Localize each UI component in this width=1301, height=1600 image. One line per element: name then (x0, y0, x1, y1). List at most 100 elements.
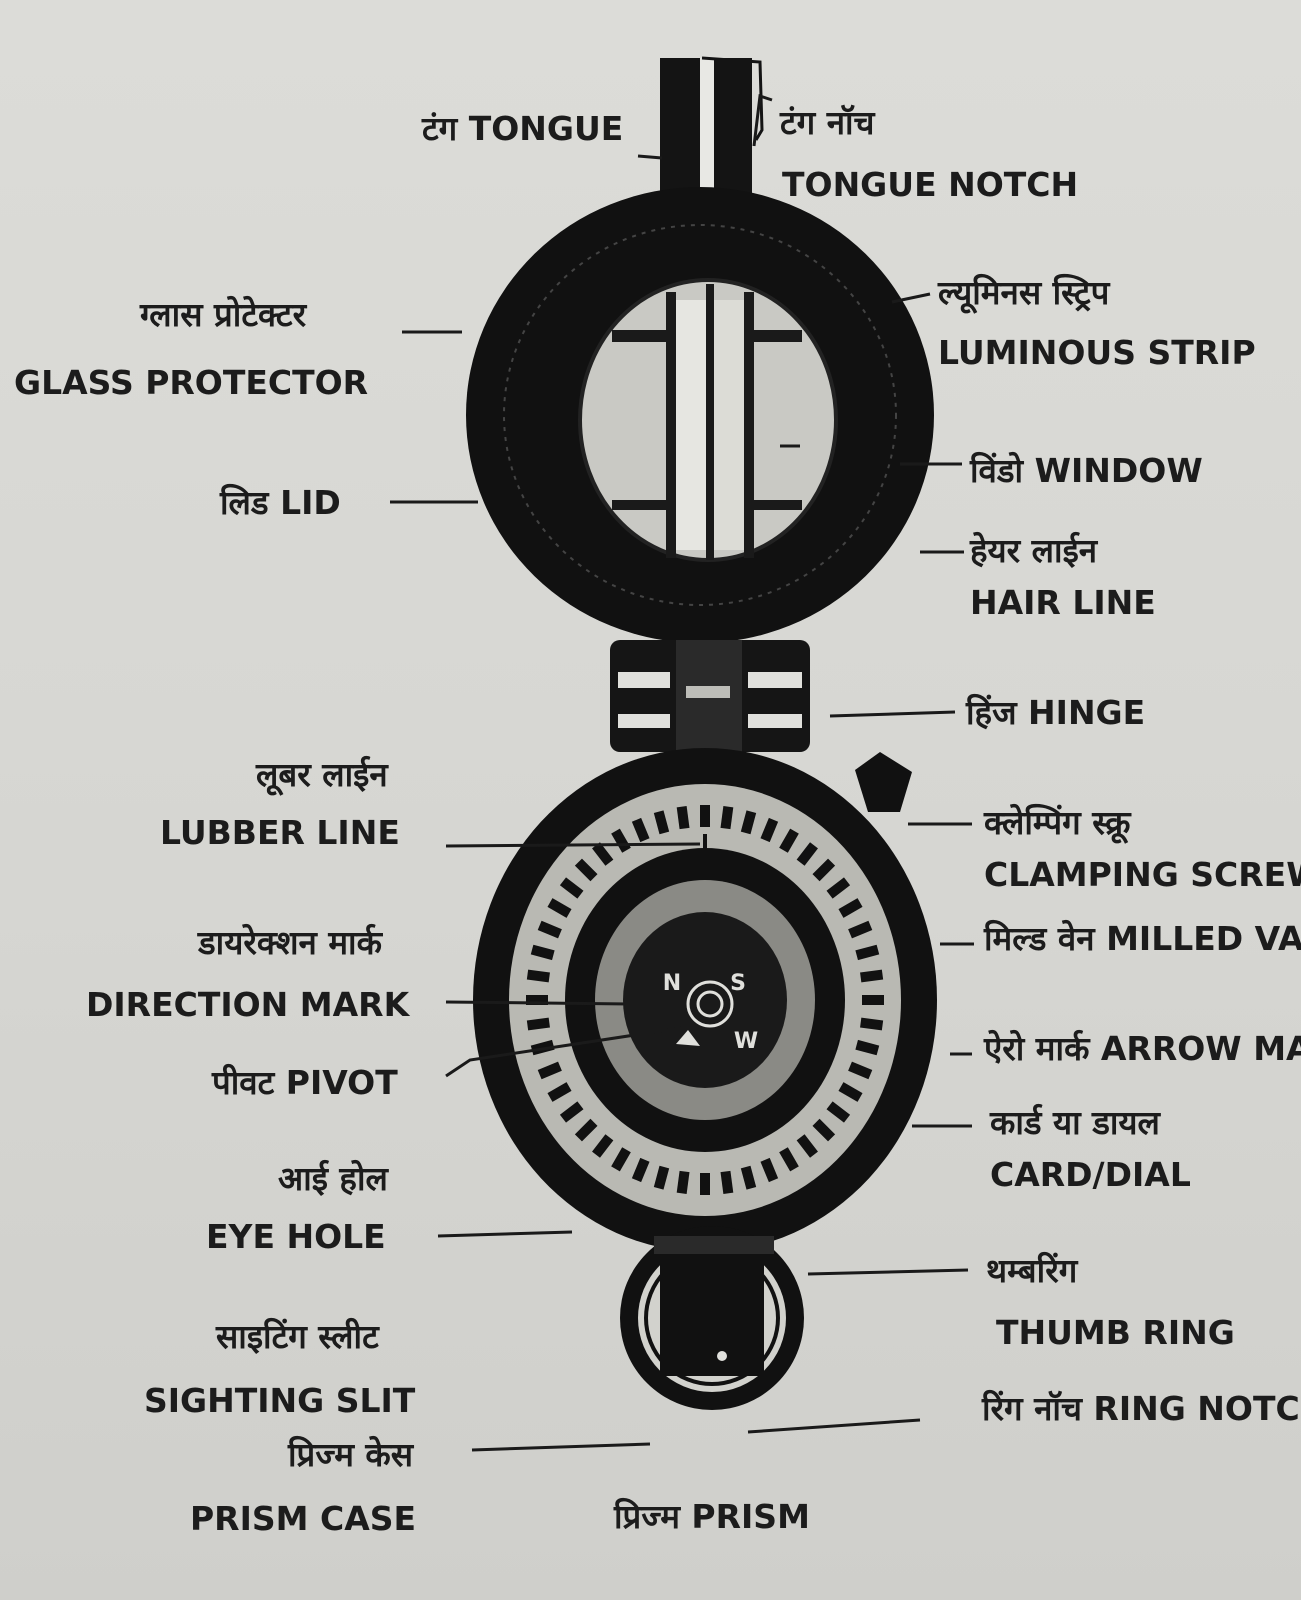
dial-tick (720, 1170, 734, 1194)
label-lubber-line-hi: लूबर लाईन (255, 755, 389, 796)
dial-tick (537, 1061, 562, 1080)
dial-tick (700, 1173, 710, 1195)
label-ring-notch: रिंग नॉच RING NOTCH (981, 1389, 1301, 1428)
dial-tick (530, 944, 555, 961)
label-tongue-notch-hi: टंग नॉच (779, 103, 876, 142)
hinge-shape (610, 640, 810, 752)
dial-tick (740, 810, 757, 835)
label-milled-vane: मिल्ड वेन MILLED VANE (983, 919, 1301, 958)
label-eye-hole-hi: आई होल (278, 1159, 389, 1198)
dial-tick (631, 817, 650, 843)
label-direction-mark-en: DIRECTION MARK (86, 985, 411, 1024)
leader-thumb-ring (807, 1268, 969, 1276)
leader-prism-case (471, 1442, 651, 1452)
leader-lubber-line (445, 842, 701, 848)
dial-tick (700, 805, 710, 827)
dial-letter-north: N (663, 971, 681, 996)
label-hair-line-hi: हेयर लाईन (969, 531, 1099, 570)
label-glass-protector-hi: ग्लास प्रोटेक्टर (139, 295, 308, 334)
dial-tick (559, 877, 584, 899)
dial-letter-south: S (730, 971, 746, 996)
leader-window (780, 444, 962, 466)
dial-tick (826, 1101, 851, 1123)
dial-tick (855, 944, 880, 961)
label-clamping-screw-hi: क्लेम्पिंग स्क्रू (983, 803, 1132, 844)
label-card-dial-hi: कार्ड या डायल (989, 1103, 1162, 1142)
compass-body-shape: N S W (473, 748, 937, 1252)
dial-tick (760, 1157, 779, 1183)
thumb-ring-shape (620, 1226, 804, 1410)
label-sighting-slit-en: SIGHTING SLIT (144, 1381, 416, 1420)
dial-tick (676, 806, 690, 830)
dial-tick (826, 877, 851, 899)
dial-tick (574, 858, 598, 882)
dial-tick (547, 1082, 572, 1102)
leader-tongue-notch (752, 93, 773, 147)
dial-tick (592, 842, 614, 866)
dial-tick (860, 1017, 884, 1031)
dial-tick (779, 1147, 799, 1172)
label-arrow-mark: ऐरो मार्क ARROW MARK (983, 1029, 1301, 1068)
glass-window-shape (578, 278, 838, 562)
dial-tick (740, 1165, 757, 1190)
dial-tick (631, 1157, 650, 1183)
dial-tick (779, 828, 799, 853)
dial-tick (592, 1134, 614, 1158)
labels: टंग TONGUE टंग नॉच TONGUE NOTCH ग्लास प्… (14, 103, 1301, 1538)
clamping-screw-shape (855, 752, 912, 812)
dial-tick (611, 1147, 631, 1172)
leader-eye-hole (437, 1230, 573, 1238)
label-glass-protector-en: GLASS PROTECTOR (14, 363, 368, 402)
dial-tick (653, 810, 670, 835)
dial-tick (796, 1134, 818, 1158)
label-thumb-ring-en: THUMB RING (996, 1313, 1235, 1352)
dial-tick (574, 1118, 598, 1142)
leader-direction-mark (445, 1000, 631, 1006)
dial-tick (838, 1082, 863, 1102)
dial-tick (796, 842, 818, 866)
compass-illustration: N S W (466, 56, 937, 1410)
dial-tick (537, 920, 562, 939)
label-hair-line-en: HAIR LINE (970, 583, 1156, 622)
label-eye-hole-en: EYE HOLE (206, 1217, 386, 1256)
label-prism-case-hi: प्रिज्म केस (287, 1435, 415, 1474)
dial-tick (676, 1170, 690, 1194)
label-tongue: टंग TONGUE (421, 109, 623, 148)
dial-tick (855, 1039, 880, 1056)
label-thumb-ring-hi: थम्बरिंग (986, 1251, 1079, 1290)
dial-tick (559, 1101, 584, 1123)
dial-tick (848, 920, 873, 939)
label-direction-mark-hi: डायरेक्शन मार्क (197, 923, 384, 962)
label-clamping-screw-en: CLAMPING SCREW (984, 855, 1301, 894)
label-window: विंडो WINDOW (969, 451, 1203, 490)
label-luminous-strip-en: LUMINOUS STRIP (938, 333, 1256, 372)
label-hinge: हिंज HINGE (965, 693, 1145, 732)
dial-tick (848, 1061, 873, 1080)
dial-tick (812, 1118, 836, 1142)
leader-hinge (829, 710, 956, 718)
label-tongue-notch-en: TONGUE NOTCH (782, 165, 1078, 204)
dial-tick (526, 1017, 550, 1031)
dial-tick-ring (526, 805, 884, 1195)
dial-tick (547, 898, 572, 918)
dial-tick (760, 817, 779, 843)
leader-ring-notch (747, 1418, 921, 1434)
dial-tick (611, 828, 631, 853)
leader-tongue (637, 154, 663, 160)
label-prism: प्रिज्म PRISM (613, 1497, 810, 1536)
dial-tick (860, 969, 884, 983)
label-sighting-slit-hi: साइटिंग स्लीट (215, 1317, 380, 1356)
leader-luminous-strip (891, 292, 931, 304)
dial-tick (862, 995, 884, 1005)
dial-tick (720, 806, 734, 830)
label-pivot: पीवट PIVOT (211, 1063, 398, 1102)
dial-tick (838, 898, 863, 918)
label-prism-case-en: PRISM CASE (190, 1499, 416, 1538)
dial-tick (812, 858, 836, 882)
dial-tick (526, 969, 550, 983)
dial-letter-west: W (734, 1029, 758, 1054)
dial-tick (653, 1165, 670, 1190)
label-card-dial-en: CARD/DIAL (990, 1155, 1191, 1194)
